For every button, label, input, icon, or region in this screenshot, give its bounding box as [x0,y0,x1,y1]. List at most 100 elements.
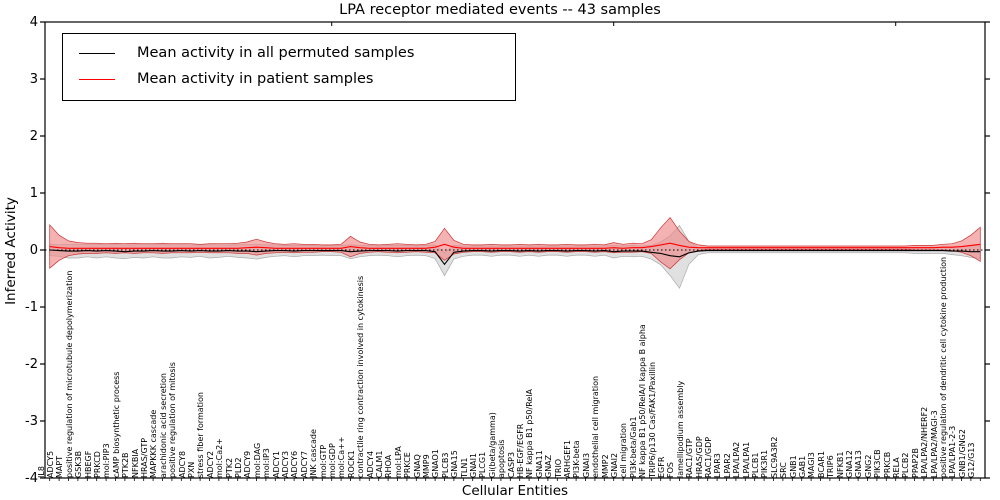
x-tick-label: PLCB1 [750,452,760,478]
x-tick-label: JNK cascade [309,429,319,478]
x-tick-label: FOS [666,462,676,478]
x-tick-label: mol:IP3 [262,448,272,478]
x-tick-label: GNAZ [544,454,554,478]
x-tick-label: HRAS/GDP [694,436,704,478]
x-tick-label: ADCY2 [205,450,215,478]
x-tick-label: CASP3 [506,451,516,478]
x-tick-label: contractile ring contraction involved in… [356,275,366,478]
x-tick-label: GNAI2 [609,452,619,478]
x-tick-label: mol:GTP [318,444,328,478]
x-tick-label: ADCY6 [290,450,300,478]
x-tick-label: LPAR3 [713,453,723,478]
x-tick-label: cell migration [619,423,629,478]
patient-mean-line [49,242,981,249]
x-tick-label: ADCY7 [299,450,309,478]
x-tick-label: ADCY9 [243,450,253,478]
x-tick-label: RELA [891,457,901,478]
x-tick-label: PPAP2B [910,447,920,478]
x-tick-label: EGFR [656,456,666,478]
x-tick-label: LPA/LPA2/MAGI-3 [929,410,939,478]
x-tick-label: MAPT [55,455,65,478]
legend-item-patient: Mean activity in patient samples [63,66,515,92]
x-tick-label: HBEGF [83,450,93,478]
x-tick-label: PXN [186,461,196,478]
x-tick-label: ADCY5 [45,450,55,478]
patient-band [49,216,981,270]
x-tick-label: NFKBIA [130,448,140,478]
x-tick-label: NFKB1 [835,451,845,478]
x-tick-label: GNB1/GNG2 [957,429,967,478]
x-tick-label: RHOA [384,454,394,478]
x-tick-label: PLCB3 [440,452,450,478]
x-tick-label: TRIP6/p130 Cas/FAK1/Paxillin [647,361,657,478]
x-tick-label: GNB1 [788,455,798,478]
x-tick-label: ADCY4 [365,450,375,478]
x-tick-label: PLCG1 [478,451,488,478]
x-tick-label: MMP2 [600,454,610,478]
x-tick-label: PIK3CB [873,449,883,478]
x-tick-label: positive regulation of mitosis [168,362,178,478]
legend-line-black [79,52,115,54]
x-tick-label: GNG2 [863,454,873,478]
legend: Mean activity in all permuted samples Me… [62,33,516,101]
x-tick-label: NF kappa B1 p50/RelA [525,388,535,478]
x-tick-label: ADCY8 [177,450,187,478]
x-tick-label: MAPKKK cascade [149,409,159,478]
x-tick-label: cAMP biosynthetic process [111,371,121,478]
legend-label: Mean activity in all permuted samples [137,45,415,61]
legend-item-permuted: Mean activity in all permuted samples [63,40,515,66]
x-tick-label: PLCB2 [901,452,911,478]
x-tick-label: GNA13 [854,450,864,478]
x-axis-label: Cellular Entities [461,483,569,499]
x-tick-label: MAGI3 [807,452,817,478]
y-tick-label: -3 [25,413,38,429]
y-tick-label: 1 [29,185,38,201]
x-tick-label: TRIP6 [826,455,836,478]
x-tick-label: positive regulation of microtubule depol… [64,270,74,478]
y-tick-label: 4 [29,14,38,30]
x-tick-label: GNAQ [412,454,422,478]
x-tick-label: apoptosis [497,439,507,478]
x-tick-label: RAC1/GDP [703,436,713,478]
x-tick-label: NF kappa B1 p50/RelA/I kappa B alpha [638,324,648,478]
x-tick-label: PRKCE [403,452,413,478]
y-axis-label: Inferred Activity [3,197,19,305]
x-tick-label: mol:LPA [393,446,403,478]
x-tick-label: GNAI3 [581,452,591,478]
legend-line-red [79,78,115,80]
x-tick-label: PTK2B [121,452,131,478]
permuted-mean-line [49,249,981,266]
x-tick-label: G12/G13 [967,442,977,478]
x-tick-label: stress fiber formation [196,392,206,478]
x-tick-label: GNAI1 [468,452,478,478]
x-tick-label: LPA/LPA1 [741,441,751,478]
x-tick-label: RAC1/GTP [685,438,695,478]
x-tick-label: ADCY1 [271,450,281,478]
x-tick-label: mol:DAG [252,442,262,478]
x-tick-label: GAB1 [797,455,807,478]
x-tick-label: BCAR1 [816,450,826,478]
x-tick-label: GNA11 [534,450,544,478]
x-tick-label: PRKCB [882,451,892,478]
permuted-band [49,224,981,289]
x-tick-label: PI3K-beta [572,440,582,478]
x-tick-label: PLD2 [233,457,243,478]
x-tick-label: mol:Ca++ [337,436,347,479]
y-tick-label: -2 [25,356,38,372]
chart-title: LPA receptor mediated events -- 43 sampl… [339,2,661,18]
x-tick-label: mol:GDP [327,443,337,478]
x-tick-label: GSK3B [74,450,84,478]
x-tick-label: LPA/LPA1-2-3 [948,425,958,478]
x-tick-label: LPA/LPA2 [732,441,742,478]
y-tick-label: -1 [25,299,38,315]
x-tick-label: HB-EGF/EGFR [515,423,525,478]
x-tick-label: CALM1 [374,450,384,478]
x-tick-label: SLC9A3R2 [769,436,779,478]
x-tick-label: MMP9 [421,454,431,478]
x-tick-label: arachidonic acid secretion [158,373,168,478]
x-tick-label: endothelial cell migration [591,375,601,478]
x-tick-label: positive regulation of dendritic cell cy… [938,256,948,478]
x-tick-label: TRIO [553,458,563,478]
x-tick-label: PTK2 [224,457,234,478]
